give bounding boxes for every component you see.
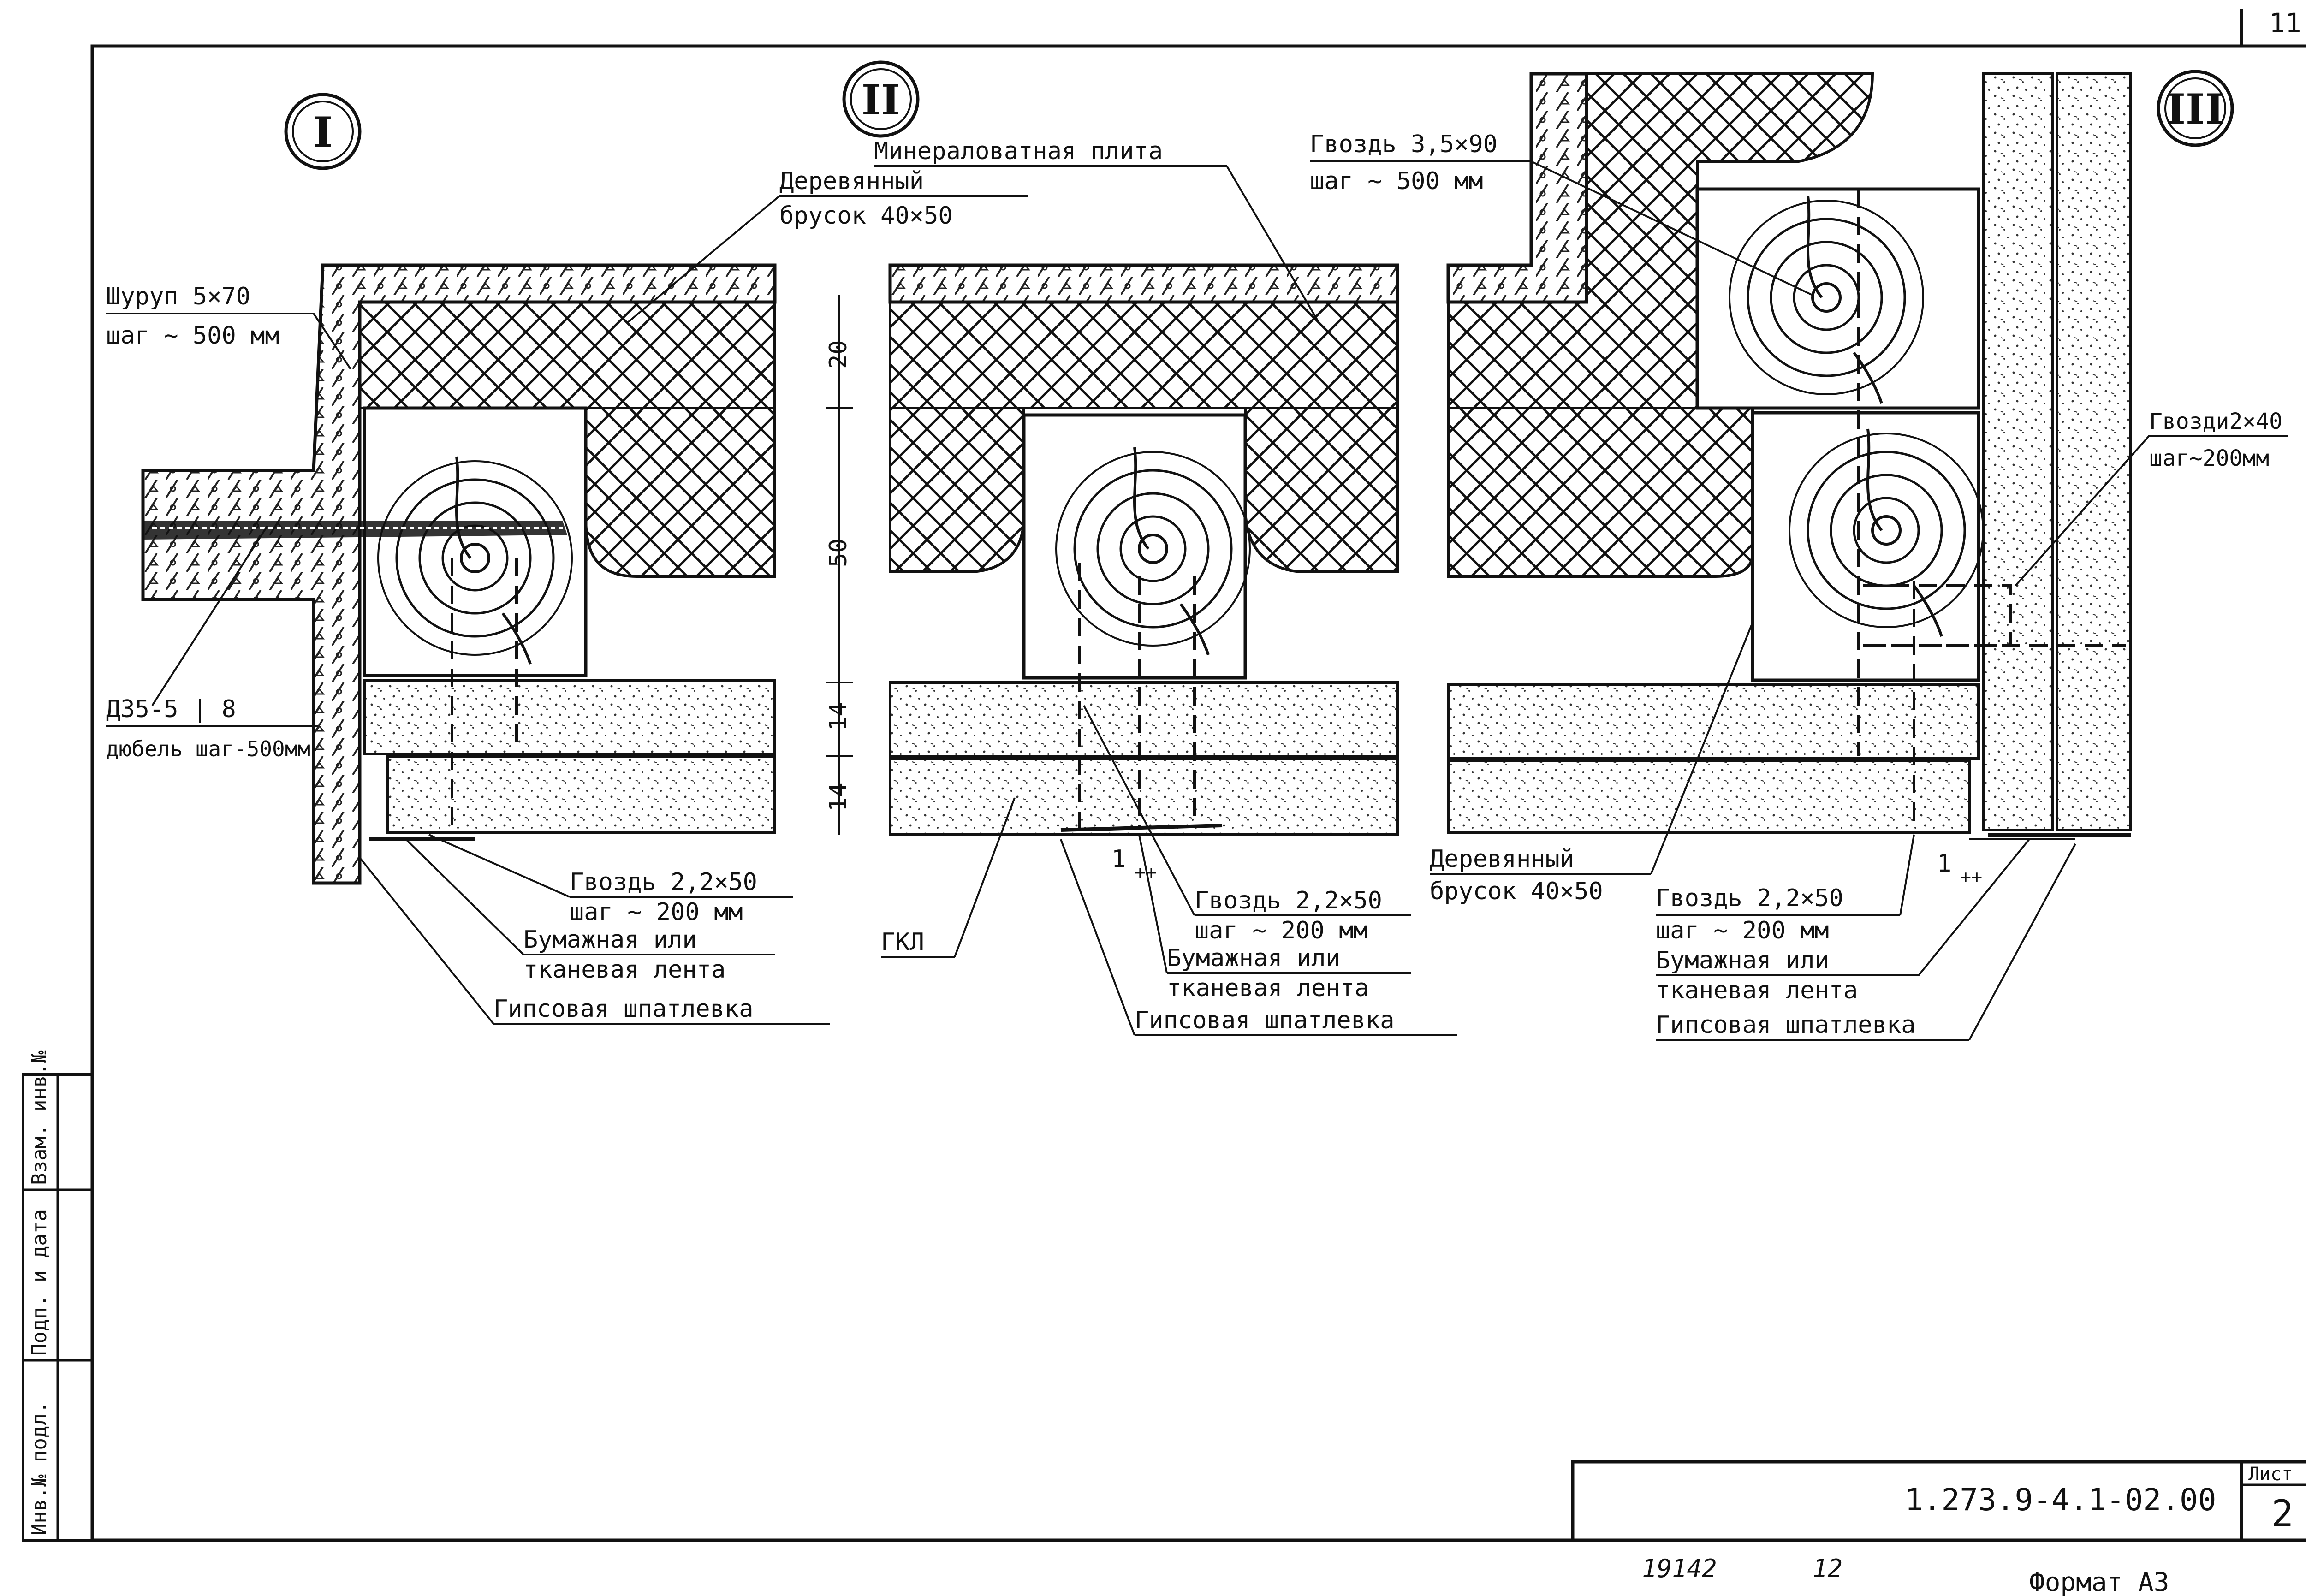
detail-ii: 20 50 14 14 <box>825 263 1399 836</box>
labels: Минераловатная плита Деревянный брусок 4… <box>106 131 2288 1041</box>
sheet-number: 2 <box>2271 1492 2294 1535</box>
label-nail3590-2: шаг ~ 500 мм <box>1310 167 1483 195</box>
label-nail2-1: Гвоздь 2,2×50 <box>1195 887 1382 914</box>
sheet-frame <box>90 9 2306 1542</box>
label-tape2-2: тканевая лента <box>1167 974 1369 1002</box>
label-screw-2: шаг ~ 500 мм <box>106 322 279 350</box>
label-dowel-1: Д35-5 | 8 <box>106 695 236 723</box>
dim-50: 50 <box>825 538 852 567</box>
label-nail3-1: Гвоздь 2,2×50 <box>1656 884 1843 912</box>
stamp-podp-data: Подп. и дата <box>28 1209 51 1356</box>
section-mark-1b: 1 <box>1937 850 1951 878</box>
svg-text:++: ++ <box>1135 862 1157 883</box>
svg-text:II: II <box>862 76 900 125</box>
dim-14a: 14 <box>825 702 852 731</box>
side-stamp: Инв.№ подл. Подп. и дата Взам. инв.№ <box>22 1050 94 1542</box>
sheet-corner-number: 11 <box>2269 7 2301 39</box>
label-bar-top-2: брусок 40×50 <box>779 202 953 230</box>
label-mineral-plate: Минераловатная плита <box>874 137 1163 165</box>
label-screw-1: Шуруп 5×70 <box>106 283 250 310</box>
dim-20: 20 <box>825 340 852 369</box>
svg-text:III: III <box>2166 85 2224 134</box>
copy-number: 12 <box>1813 1554 1842 1583</box>
label-putty3: Гипсовая шпатлевка <box>1656 1011 1916 1039</box>
label-bar3-1: Деревянный <box>1430 845 1574 873</box>
title-block <box>1571 1460 2306 1542</box>
section-marker-ii: II <box>842 60 920 138</box>
label-nail240-2: шаг~200мм <box>2149 445 2269 471</box>
dim-14b: 14 <box>825 783 852 812</box>
label-tape3-1: Бумажная или <box>1656 947 1829 974</box>
sheet-label: Лист <box>2248 1464 2293 1485</box>
label-nail2-2: шаг ~ 200 мм <box>1195 917 1368 944</box>
format-label: Формат А3 <box>2029 1567 2169 1596</box>
label-tape2-1: Бумажная или <box>1167 944 1340 972</box>
label-dowel-2: дюбель шаг-500мм <box>106 736 310 761</box>
label-tape1-2: тканевая лента <box>523 956 725 984</box>
stamp-vzam-inv: Взам. инв.№ <box>28 1050 51 1185</box>
doc-code: 1.273.9-4.1-02.00 <box>1905 1482 2217 1518</box>
section-mark-1a: 1 <box>1111 845 1126 873</box>
label-gkl: ГКЛ <box>881 928 924 956</box>
section-marker-iii: III <box>2157 70 2234 147</box>
svg-text:++: ++ <box>1960 866 1982 888</box>
label-bar-top-1: Деревянный <box>779 167 924 195</box>
stamp-inv-podl: Инв.№ подл. <box>28 1401 51 1536</box>
label-nail1-2: шаг ~ 200 мм <box>570 898 743 926</box>
label-tape1-1: Бумажная или <box>523 926 697 954</box>
section-marker-i: I <box>284 93 362 170</box>
order-number: 19142 <box>1642 1554 1717 1583</box>
label-putty2: Гипсовая шпатлевка <box>1135 1007 1395 1034</box>
label-nail1-1: Гвоздь 2,2×50 <box>570 868 757 896</box>
label-bar3-2: брусок 40×50 <box>1430 878 1603 905</box>
label-nail3-2: шаг ~ 200 мм <box>1656 917 1829 944</box>
label-tape3-2: тканевая лента <box>1656 977 1858 1004</box>
label-nail240-1: Гвозди2×40 <box>2149 409 2282 434</box>
detail-iii <box>1446 72 2132 840</box>
label-putty1: Гипсовая шпатлевка <box>493 995 754 1023</box>
svg-text:I: I <box>313 108 333 157</box>
label-nail3590-1: Гвоздь 3,5×90 <box>1310 131 1498 158</box>
detail-i <box>141 263 777 885</box>
